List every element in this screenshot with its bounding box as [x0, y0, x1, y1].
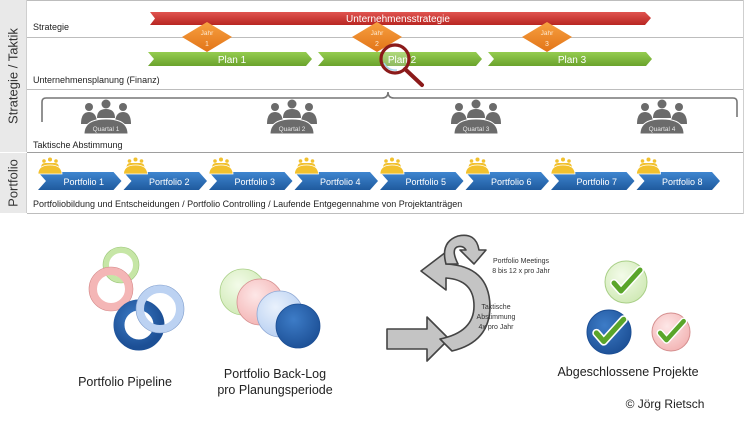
portfolio-arrow: Portfolio 4	[294, 172, 378, 190]
sidebar-portfolio: Portfolio	[0, 153, 27, 213]
copyright: © Jörg Rietsch	[625, 397, 705, 411]
quarter-bracket	[41, 91, 738, 122]
plan-bar: Plan 3	[488, 52, 652, 66]
plan-bar-label: Plan 2	[388, 55, 417, 66]
year-diamond: Jahr 1	[182, 22, 232, 52]
portfolio-label: Portfolio 6	[491, 177, 532, 187]
portfolio-label: Portfolio 3	[234, 177, 275, 187]
portfolio-label: Portfolio 5	[405, 177, 446, 187]
year-label: Jahr	[201, 30, 214, 37]
portfolio-meeting-icon	[123, 157, 148, 175]
portfolio-arrow: Portfolio 8	[636, 172, 720, 190]
checkmark-circle-icon	[586, 309, 632, 355]
backlog-caption-line2: pro Planungsperiode	[217, 383, 333, 397]
portfolio-meeting-icon	[379, 157, 405, 175]
portfolio-arrow: Portfolio 7	[551, 172, 635, 190]
portfolio-meeting-icon	[550, 157, 576, 175]
portfolio-meeting-icon	[37, 157, 63, 175]
timeline-diagram: Unternehmensstrategie Plan 1 Plan 2 Plan 3…	[37, 12, 738, 190]
bottom-illustrations	[88, 234, 691, 362]
tactical-text-line3: 4x pro Jahr	[478, 324, 514, 331]
portfolio-arrow: Portfolio 1	[38, 172, 122, 190]
row-label-strategie: Strategie	[33, 22, 70, 32]
plan-bar: Plan 1	[148, 52, 312, 66]
portfolio-arrow: Portfolio 6	[465, 172, 549, 190]
plan-bar-label: Plan 1	[218, 55, 247, 66]
portfolio-arrow: Portfolio 2	[123, 172, 207, 190]
plan-bar: Plan 2	[318, 52, 482, 66]
portfolio-arrow: Portfolio 5	[380, 172, 464, 190]
quarter-label: Quartal 3	[463, 126, 490, 133]
meetings-text-line2: 8 bis 12 x pro Jahr	[492, 268, 550, 275]
checkmark-circle-icon	[604, 260, 648, 304]
portfolio-label: Portfolio 7	[576, 177, 617, 187]
magnifier-icon	[379, 43, 424, 87]
backlog-icon	[219, 268, 321, 349]
checkmark-circle-icon	[651, 312, 691, 352]
portfolio-arrow: Portfolio 3	[209, 172, 293, 190]
row-label-portfolio: Portfoliobildung und Entscheidungen / Po…	[33, 199, 463, 209]
year-label: Jahr	[541, 30, 554, 37]
quarter-label: Quartal 1	[93, 126, 120, 133]
divider	[27, 0, 744, 1]
year-label: Jahr	[371, 30, 384, 37]
tactical-text-line1: Taktische	[481, 304, 511, 311]
plan-bar-label: Plan 3	[558, 55, 587, 66]
divider	[27, 152, 744, 153]
portfolio-meeting-icon	[636, 157, 661, 175]
meeting-group-icon: Quartal 2	[267, 99, 317, 135]
meeting-group-icon: Quartal 1	[81, 99, 131, 135]
portfolio-meeting-icon	[465, 157, 490, 175]
row-label-taktische-abstimmung: Taktische Abstimmung	[33, 140, 123, 150]
quarter-label: Quartal 4	[649, 126, 676, 133]
quarter-label: Quartal 2	[279, 126, 306, 133]
portfolio-meeting-icon	[294, 157, 319, 175]
pipeline-icon	[88, 246, 185, 351]
year-number: 3	[545, 41, 549, 48]
portfolio-meeting-icon	[208, 157, 234, 175]
backlog-caption-line1: Portfolio Back-Log	[223, 367, 327, 381]
portfolio-label: Portfolio 4	[320, 177, 361, 187]
year-diamond: Jahr 3	[522, 22, 572, 52]
strategy-bar-label: Unternehmensstrategie	[346, 14, 450, 25]
portfolio-label: Portfolio 8	[662, 177, 703, 187]
meetings-text-line1: Portfolio Meetings	[492, 258, 550, 265]
row-label-unternehmensplanung: Unternehmensplanung (Finanz)	[33, 75, 160, 85]
pipeline-caption: Portfolio Pipeline	[78, 375, 172, 389]
year-number: 1	[205, 41, 209, 48]
completed-caption: Abgeschlossene Projekte	[557, 365, 699, 379]
divider	[27, 213, 744, 214]
year-number: 2	[375, 41, 379, 48]
portfolio-label: Portfolio 2	[149, 177, 190, 187]
meeting-group-icon: Quartal 4	[637, 99, 687, 135]
meeting-group-icon: Quartal 3	[451, 99, 501, 135]
strategy-bar: Unternehmensstrategie	[150, 12, 651, 25]
cycle-arrows-icon	[386, 234, 491, 362]
divider	[27, 89, 744, 90]
portfolio-label: Portfolio 1	[63, 177, 104, 187]
tactical-text-line2: Abstimmung	[476, 314, 516, 321]
sidebar-strategie-taktik: Strategie / Taktik	[0, 0, 27, 152]
